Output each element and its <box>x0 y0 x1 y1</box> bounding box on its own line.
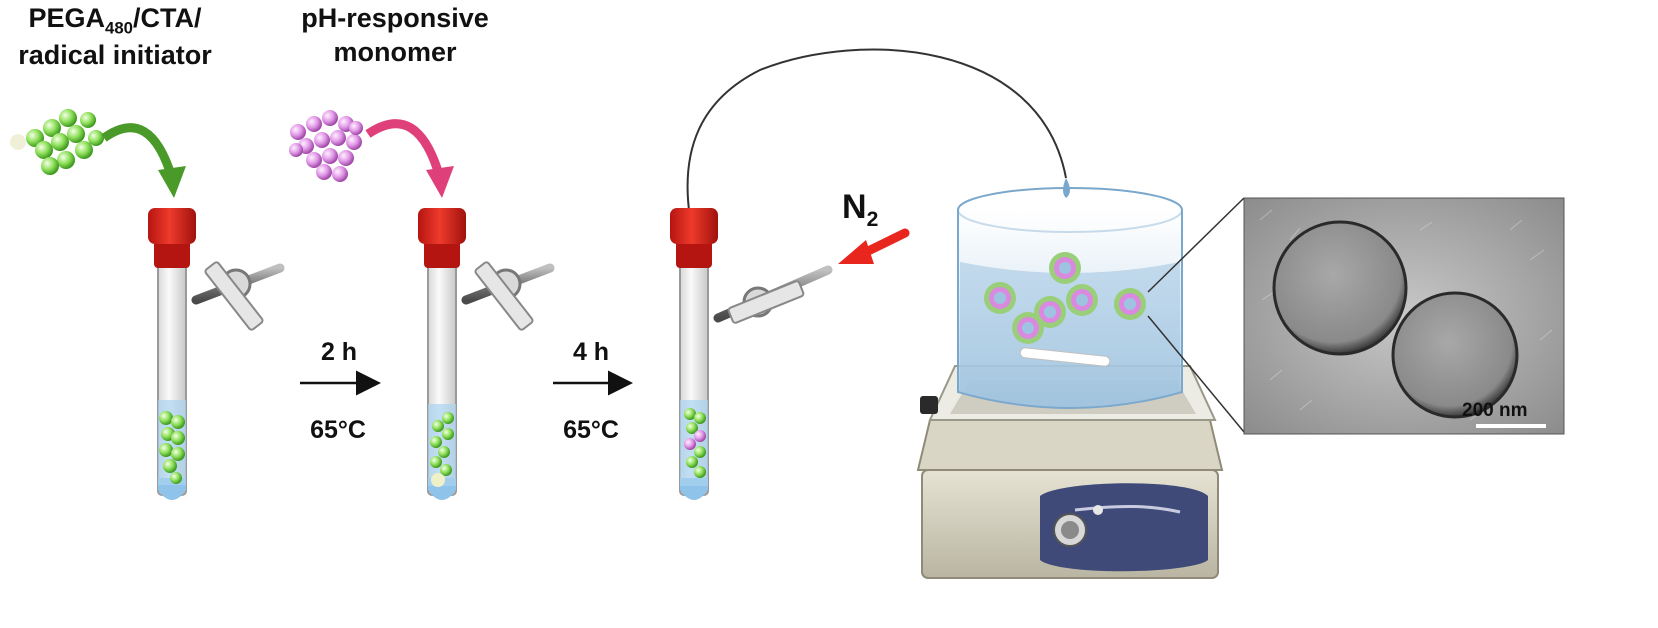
reagent-1-label: PEGA480/CTA/ radical initiator <box>0 2 230 73</box>
reagent-2-line2: monomer <box>333 36 457 67</box>
n2-label: N2 <box>842 188 878 232</box>
reagent-1-line2: radical initiator <box>18 40 212 71</box>
micelle <box>1114 288 1146 320</box>
tem-particle <box>1391 291 1519 419</box>
zoom-line-top <box>1147 197 1245 293</box>
step-2-temperature: 65°C <box>563 416 619 444</box>
tem-micrograph <box>1243 197 1565 435</box>
pink-curved-arrow <box>365 119 445 180</box>
gas-subscript: 2 <box>866 207 879 231</box>
zoom-line-bottom <box>1147 315 1245 433</box>
tem-particle <box>1272 220 1408 356</box>
micelle <box>984 282 1016 314</box>
pink-monomer-cluster <box>289 110 363 182</box>
reagent-1-tail: /CTA/ <box>132 3 202 33</box>
reagent-2-line1: pH-responsive <box>301 3 489 33</box>
reagent-2-label: pH-responsive monomer <box>270 2 520 70</box>
micelle <box>1034 296 1066 328</box>
gas-symbol: N <box>842 188 867 226</box>
green-monomer-cluster <box>10 109 104 175</box>
reagent-1-subscript: 480 <box>105 18 133 38</box>
reagent-1-main: PEGA <box>28 3 106 33</box>
micelle <box>1049 252 1081 284</box>
green-curved-arrow <box>101 123 177 180</box>
schlenk-tube-1 <box>148 208 285 500</box>
schlenk-tube-3 <box>670 208 833 500</box>
micelles <box>984 252 1146 344</box>
step-1-time: 2 h <box>320 338 358 366</box>
transfer-tubing <box>686 48 1067 219</box>
step-1-temperature: 65°C <box>310 416 366 444</box>
schlenk-tube-2 <box>418 208 555 500</box>
micelle <box>1012 312 1044 344</box>
n2-flow-arrow <box>838 228 910 264</box>
scale-bar-label: 200 nm <box>1462 400 1528 421</box>
micelle <box>1066 284 1098 316</box>
step-2-time: 4 h <box>572 338 610 366</box>
